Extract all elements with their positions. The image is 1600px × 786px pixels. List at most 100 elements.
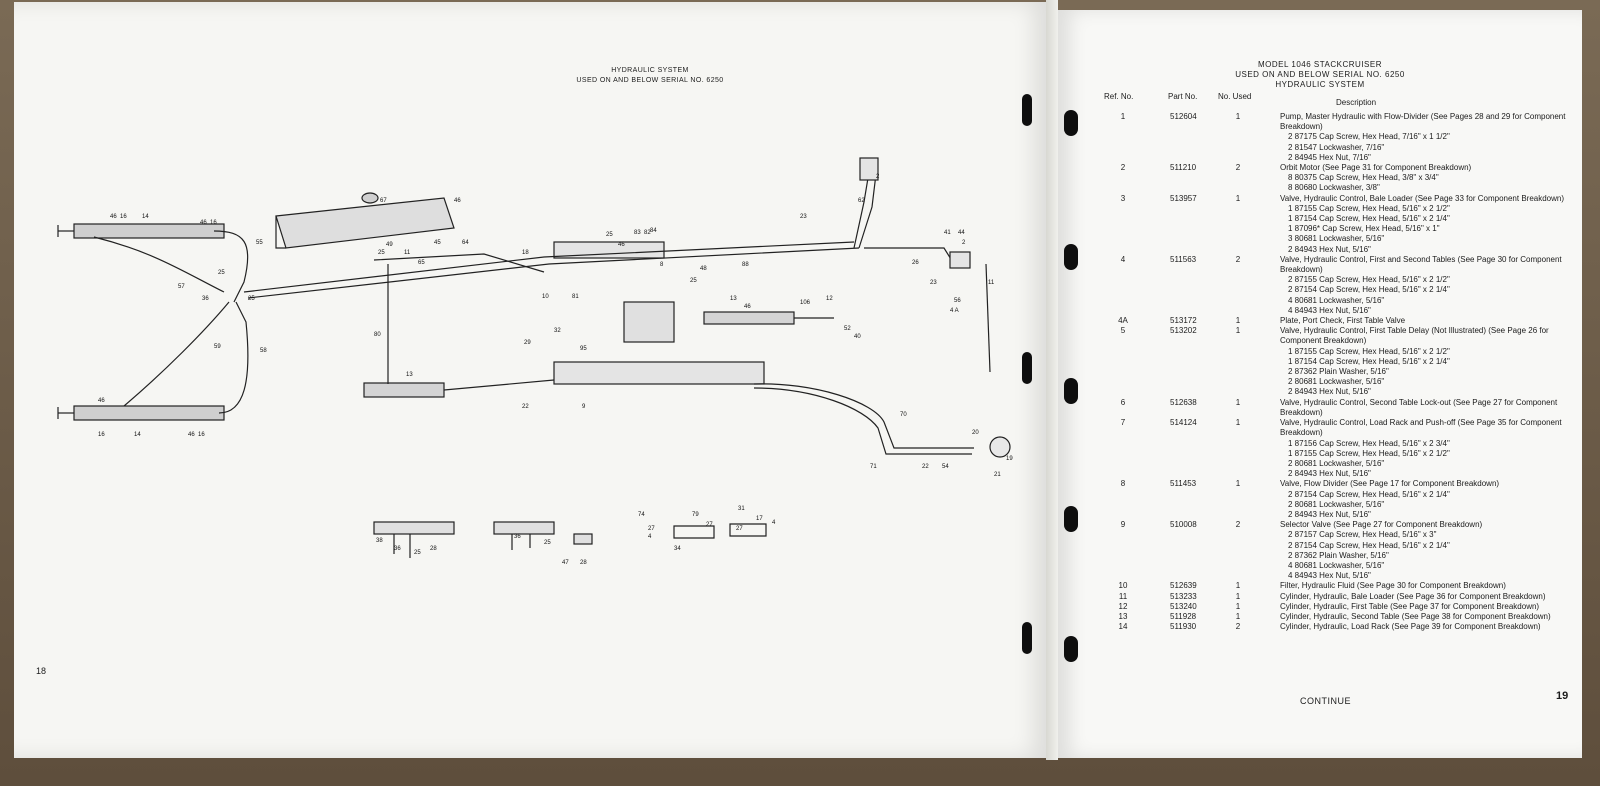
callout-number: 27 [648,526,655,532]
left-page-number: 18 [36,666,47,676]
callout-number: 25 [218,270,225,276]
binder-hole [1064,110,1078,136]
description: Plate, Port Check, First Table Valve [1280,316,1566,326]
system-line: HYDRAULIC SYSTEM [1275,80,1365,89]
no-used: 1 [1235,591,1241,601]
part-no: 512638 [1170,397,1197,407]
no-used: 1 [1235,601,1241,611]
callout-number: 46 [200,220,207,226]
ref-no: 5 [1120,326,1126,336]
no-used: 1 [1235,112,1241,121]
description: Filter, Hydraulic Fluid (See Page 30 for… [1280,581,1566,591]
no-used: 1 [1235,193,1241,203]
hardware-line: 2 87362 Plain Washer, 5/16" [1288,550,1389,560]
description-main: Valve, Hydraulic Control, Load Rack and … [1280,418,1562,438]
description: Valve, Hydraulic Control, Load Rack and … [1280,418,1566,479]
description: Valve, Flow Divider (See Page 17 for Com… [1280,479,1566,520]
parts-list-title: MODEL 1046 STACKCRUISER USED ON AND BELO… [1190,60,1450,90]
callout-number: 4 A [950,308,959,314]
callout-number: 22 [522,404,529,410]
hardware-line: 1 87156 Cap Screw, Hex Head, 5/16" x 2 3… [1288,438,1450,448]
callout-number: 9 [582,404,586,410]
callout-number: 31 [738,506,745,512]
callout-number: 52 [844,326,851,332]
description: Valve, Hydraulic Control, First Table De… [1280,326,1566,397]
part-no: 514124 [1170,418,1197,428]
description-main: Filter, Hydraulic Fluid (See Page 30 for… [1280,581,1506,591]
callout-number: 46 [744,304,751,310]
description: Cylinder, Hydraulic, First Table (See Pa… [1280,602,1566,612]
filter [989,436,1011,458]
hardware-line: 4 84943 Hex Nut, 5/16" [1288,305,1371,315]
ref-no: 3 [1120,193,1126,203]
callout-number: 25 [544,540,551,546]
description: Pump, Master Hydraulic with Flow-Divider… [1280,112,1566,163]
bale-loader-cylinder [985,263,991,373]
callout-number: 13 [730,296,737,302]
callout-number: 32 [554,328,561,334]
callout-number: 88 [742,262,749,268]
load-rack-cylinder-bottom [57,405,225,421]
continue-label: CONTINUE [1300,696,1351,706]
no-used: 2 [1235,622,1241,632]
book-gutter [1046,0,1058,760]
hardware-line: 1 87154 Cap Screw, Hex Head, 5/16" x 2 1… [1288,356,1450,366]
header-ref-no: Ref. No. [1104,92,1134,101]
no-used: 1 [1235,326,1241,336]
description-main: Cylinder, Hydraulic, Second Table (See P… [1280,611,1551,621]
callout-number: 67 [380,198,387,204]
callout-number: 14 [134,432,141,438]
hardware-line: 1 87155 Cap Screw, Hex Head, 5/16" x 2 1… [1288,448,1450,458]
ref-no: 4 [1120,254,1126,264]
hardware-line: 4 80681 Lockwasher, 5/16" [1288,295,1385,305]
callout-number: 49 [386,242,393,248]
description: Valve, Hydraulic Control, Second Table L… [1280,398,1566,418]
callout-number: 46 [188,432,195,438]
callout-number: 19 [1006,456,1013,462]
description: Cylinder, Hydraulic, Second Table (See P… [1280,612,1566,622]
description-main: Valve, Hydraulic Control, First Table De… [1280,326,1549,346]
callout-number: 25 [690,278,697,284]
ref-no: 4A [1118,316,1128,326]
callout-number: 20 [972,430,979,436]
part-no: 513240 [1170,601,1197,611]
description-main: Orbit Motor (See Page 31 for Component B… [1280,163,1472,173]
no-used: 1 [1235,316,1241,326]
diagram-title-line1: HYDRAULIC SYSTEM [611,67,689,74]
callout-number: 82 [644,230,651,236]
hardware-line: 1 87155 Cap Screw, Hex Head, 5/16" x 2 1… [1288,346,1450,356]
ref-no: 6 [1120,397,1126,407]
callout-number: 70 [900,412,907,418]
callout-number: 64 [462,240,469,246]
description-main: Cylinder, Hydraulic, First Table (See Pa… [1280,601,1540,611]
callout-number: 11 [988,280,995,286]
part-no: 512604 [1170,112,1197,121]
diagram-title-line2: USED ON AND BELOW SERIAL NO. 6250 [576,77,724,84]
callout-number: 28 [580,560,587,566]
callout-number: 16 [198,432,205,438]
callout-number: 54 [942,464,949,470]
callout-number: 12 [826,296,833,302]
callout-number: 16 [120,214,127,220]
description: Orbit Motor (See Page 31 for Component B… [1280,163,1566,194]
right-page [1054,10,1582,758]
binder-hole-left [1022,622,1032,654]
part-no: 512639 [1170,581,1197,591]
callout-number: 46 [454,198,461,204]
hardware-line: 2 84945 Hex Nut, 7/16" [1288,152,1371,162]
serial-line: USED ON AND BELOW SERIAL NO. 6250 [1235,70,1405,79]
right-page-number: 19 [1556,690,1569,702]
ref-no: 12 [1118,601,1128,611]
description-main: Valve, Flow Divider (See Page 17 for Com… [1280,479,1500,489]
callout-number: 106 [800,300,811,306]
callout-number: 36 [514,534,521,540]
callout-number: 79 [692,512,699,518]
header-description: Description [1336,98,1377,107]
no-used: 1 [1235,479,1241,489]
hardware-line: 3 80681 Lockwasher, 5/16" [1288,234,1385,244]
hardware-line: 1 87154 Cap Screw, Hex Head, 5/16" x 2 1… [1288,214,1450,224]
